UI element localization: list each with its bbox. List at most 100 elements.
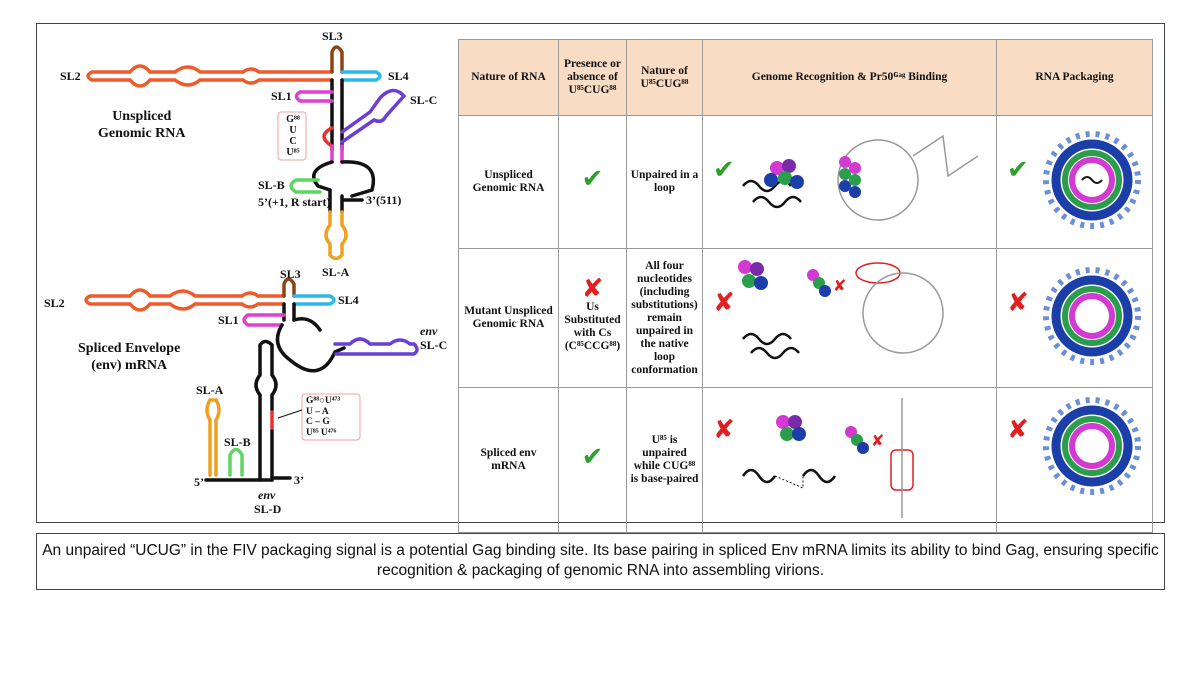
genomic-lower-stem xyxy=(328,188,364,214)
spliced-sla xyxy=(205,398,221,477)
spliced-sl1-label: SL1 xyxy=(218,313,239,327)
spliced-sl3-label: SL3 xyxy=(280,267,301,281)
row2-presence-text: Us Substituted with Cs (C⁸⁵CCG⁸⁸) xyxy=(564,301,621,352)
spliced-slb xyxy=(228,447,244,477)
genomic-sl4-label: SL4 xyxy=(388,69,409,83)
row3-binding-art: ✘ xyxy=(741,398,914,518)
genomic-sl2 xyxy=(86,64,334,88)
row3-ucug: U⁸⁵ is unpaired while CUG⁸⁸ is base-pair… xyxy=(626,387,703,533)
genomic-sl2-label: SL2 xyxy=(60,69,81,83)
check-icon: ✔ xyxy=(581,164,604,194)
pair-3: C – G xyxy=(306,417,330,427)
genomic-title-line2: Genomic RNA xyxy=(98,126,186,141)
motif-g88: G⁸⁸ xyxy=(286,114,300,125)
spliced-sl2-label: SL2 xyxy=(44,296,65,310)
row3-virion xyxy=(1043,397,1141,495)
row3-binding: ✘ ✘ xyxy=(702,387,997,533)
spliced-sl4 xyxy=(292,294,336,306)
row1-binding: ✔ xyxy=(702,115,997,249)
spliced-sl3 xyxy=(282,277,296,298)
genomic-sl3 xyxy=(330,45,344,74)
genomic-junction-loop xyxy=(312,160,376,198)
check-icon: ✔ xyxy=(713,155,735,185)
genomic-main-stem xyxy=(330,78,344,152)
spliced-junction-loop xyxy=(275,317,346,373)
spliced-env-top-label: env xyxy=(420,324,438,338)
comparison-table: Nature of RNA Presence or absence of U⁸⁵… xyxy=(458,39,1153,533)
spliced-sl1 xyxy=(242,313,286,327)
spliced-sla-label: SL-A xyxy=(196,383,224,397)
header-nature: Nature of RNA xyxy=(458,39,559,116)
spliced-title-line2: (env) mRNA xyxy=(91,358,168,373)
spliced-base-line xyxy=(204,476,292,482)
row1-virion xyxy=(1043,131,1141,229)
genomic-slc xyxy=(340,88,407,144)
row2-virion xyxy=(1043,267,1141,365)
row2-presence: ✘Us Substituted with Cs (C⁸⁵CCG⁸⁸) xyxy=(558,248,627,388)
motif-u85: U⁸⁵ xyxy=(286,147,300,158)
check-icon: ✔ xyxy=(581,442,604,472)
spliced-pairs: G⁸⁸○U⁴⁷³ U – A C – G U⁸⁵ U⁴⁷⁶ xyxy=(306,396,340,438)
svg-text:✘: ✘ xyxy=(833,276,846,295)
spliced-slc-label: SL-C xyxy=(420,338,448,352)
cross-icon: ✘ xyxy=(581,274,604,304)
row3-packaging: ✘ xyxy=(996,387,1153,533)
cross-icon: ✘ xyxy=(713,415,735,445)
spliced-five-prime-label: 5’ xyxy=(194,475,204,489)
spliced-long-stem xyxy=(254,339,278,482)
header-packaging: RNA Packaging xyxy=(996,39,1153,116)
cross-icon: ✘ xyxy=(713,288,735,318)
cross-icon: ✘ xyxy=(1007,415,1029,445)
genomic-motif: G⁸⁸ U C U⁸⁵ xyxy=(283,114,303,158)
rna-structure-diagrams xyxy=(84,45,419,482)
genomic-three-prime-label: 3’(511) xyxy=(366,193,402,207)
row1-ucug: Unpaired in a loop xyxy=(626,115,703,249)
table-row: Unspliced Genomic RNA ✔ Unpaired in a lo… xyxy=(458,115,1153,249)
spliced-slb-label: SL-B xyxy=(224,435,251,449)
genomic-sl4 xyxy=(340,70,382,82)
row1-loop xyxy=(837,139,919,221)
check-icon: ✔ xyxy=(1007,155,1029,185)
spliced-sl4-label: SL4 xyxy=(338,293,359,307)
spliced-three-prime-label: 3’ xyxy=(294,473,304,487)
genomic-slb-label: SL-B xyxy=(258,178,285,192)
row1-presence: ✔ xyxy=(558,115,627,249)
spliced-sl2 xyxy=(84,288,286,312)
genomic-five-prime-label: 5’(+1, R start) xyxy=(258,195,331,209)
figure-caption: An unpaired “UCUG” in the FIV packaging … xyxy=(36,533,1165,590)
svg-text:✘: ✘ xyxy=(871,431,884,450)
genomic-sl3-label: SL3 xyxy=(322,29,343,43)
table-row: Mutant Unspliced Genomic RNA ✘Us Substit… xyxy=(458,248,1153,388)
motif-c: C xyxy=(289,136,297,147)
genomic-slc-label: SL-C xyxy=(410,93,438,107)
genomic-sl1-label: SL1 xyxy=(271,89,292,103)
row2-binding-art: ✘ xyxy=(738,260,944,360)
cross-icon: ✘ xyxy=(1007,288,1029,318)
spliced-title: Spliced Envelope (env) mRNA xyxy=(78,340,180,374)
header-presence: Presence or absence of U⁸⁵CUG⁸⁸ xyxy=(558,39,627,116)
genomic-sla xyxy=(324,210,348,261)
spliced-title-line1: Spliced Envelope xyxy=(78,341,181,356)
header-binding: Genome Recognition & Pr50ᴳᵃᵍ Binding xyxy=(702,39,997,116)
row2-packaging: ✘ xyxy=(996,248,1153,388)
spliced-sld-label: SL-D xyxy=(254,502,282,516)
header-ucug: Nature of U⁸⁵CUG⁸⁸ xyxy=(626,39,703,116)
genomic-sla-label: SL-A xyxy=(322,265,350,279)
row2-ucug: All four nucleotides (including substitu… xyxy=(626,248,703,388)
pair-1: G⁸⁸○U⁴⁷³ xyxy=(306,396,341,406)
motif-u: U xyxy=(289,125,297,136)
genomic-title-line1: Unspliced xyxy=(112,109,172,124)
row2-binding: ✘ ✘ xyxy=(702,248,997,388)
genomic-magenta-stem xyxy=(330,144,344,164)
pair-2: U – A xyxy=(306,406,329,417)
genomic-motif-box xyxy=(277,111,307,161)
row2-nature: Mutant Unspliced Genomic RNA xyxy=(458,248,559,388)
spliced-motif-box xyxy=(301,393,361,441)
genomic-motif-loop xyxy=(322,126,334,148)
pair-4: U⁸⁵ U⁴⁷⁶ xyxy=(306,427,337,438)
genomic-slb xyxy=(289,178,322,194)
genomic-title: Unspliced Genomic RNA xyxy=(98,108,186,142)
table-row: Spliced env mRNA ✔ U⁸⁵ is unpaired while… xyxy=(458,387,1153,533)
row1-binding-art xyxy=(742,134,979,221)
spliced-stem-upper xyxy=(282,302,296,322)
